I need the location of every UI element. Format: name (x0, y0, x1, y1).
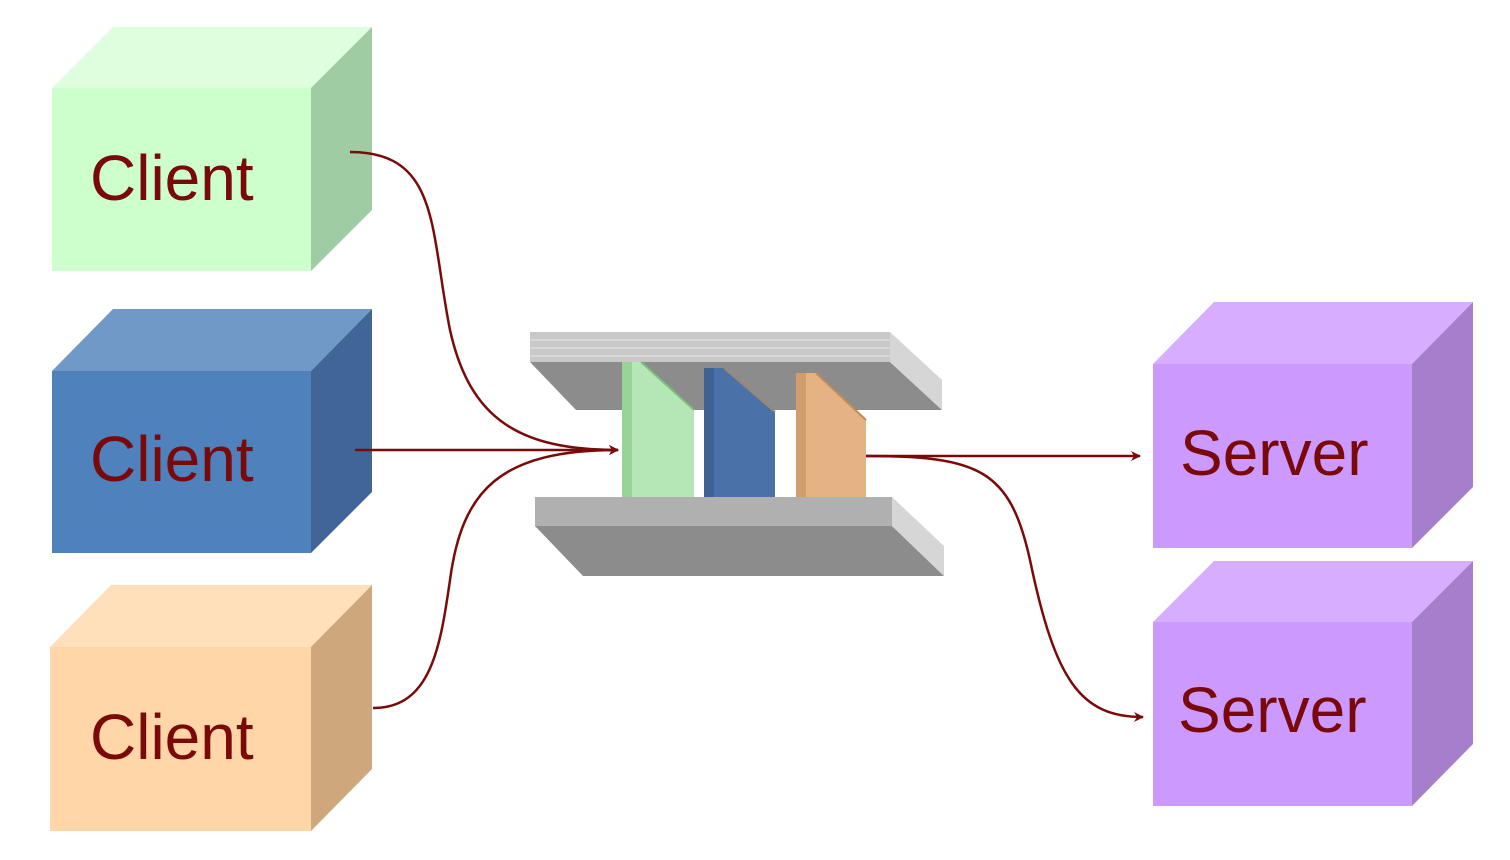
lower-shelf-face (535, 526, 944, 576)
lower-shelf-top (535, 497, 892, 526)
client-box-2-side (311, 309, 372, 553)
client-box-3-top (50, 585, 372, 647)
server-box-1-top (1153, 302, 1473, 364)
upper-shelf-edge (890, 332, 942, 410)
upper-shelf-top (530, 332, 890, 362)
message-queue (530, 332, 944, 576)
server-box-1-front (1153, 364, 1412, 548)
lower-shelf-edge (892, 497, 944, 576)
client-box-3-front (50, 647, 311, 831)
client-box-3-side (311, 585, 372, 831)
client-box-3-label: Client (90, 701, 254, 773)
green-message (622, 361, 695, 497)
server-box-2-label: Server (1178, 674, 1367, 746)
server-box-1-side (1412, 302, 1473, 548)
server-box-2-side (1412, 561, 1473, 806)
client-box-2-front (52, 371, 311, 553)
client-box-1-top (52, 27, 372, 88)
client-box-2-top (52, 309, 372, 371)
orange-message (796, 372, 867, 497)
server-box-2: Server (1153, 561, 1473, 806)
connector-client1-to-queue (349, 150, 619, 455)
server-box-2-top (1153, 561, 1473, 622)
server-box-1-label: Server (1180, 417, 1369, 489)
blue-message (704, 367, 776, 497)
client-box-1: Client (52, 27, 372, 271)
client-box-1-side (311, 27, 372, 271)
client-box-3: Client (50, 585, 372, 831)
client-box-1-label: Client (90, 142, 254, 214)
lower-shelf (535, 497, 944, 576)
server-box-2-front (1153, 622, 1412, 806)
client-box-1-front (52, 88, 311, 271)
connector-queue-to-server2 (865, 454, 1144, 722)
server-box-1: Server (1153, 302, 1473, 548)
connector-client3-to-queue (372, 448, 619, 710)
client-box-2: Client (52, 309, 372, 553)
client-box-2-label: Client (90, 423, 254, 495)
